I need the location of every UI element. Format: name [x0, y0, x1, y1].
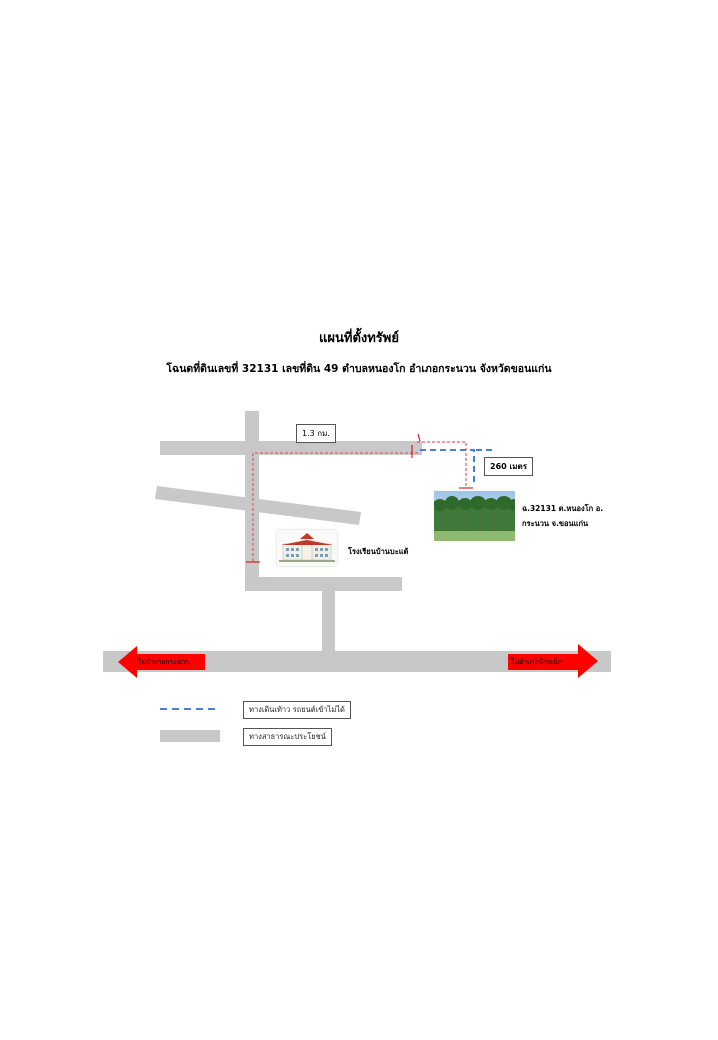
arrow-right-icon	[508, 644, 598, 678]
school-label: โรงเรียนบ้านบะแต้	[348, 547, 409, 556]
legend-road-label: ทางสาธารณะประโยชน์	[243, 728, 332, 746]
legend-walk-label: ทางเดินเท้าว รถยนต์เข้าไม่ได้	[243, 701, 351, 719]
legend-road-symbol	[160, 730, 220, 742]
property-label-line1: ฉ.32131 ต.หนองโก อ.	[522, 504, 604, 513]
route-red	[252, 441, 467, 561]
arrow-right-label: ไปอำเภอห้วยเม็ก	[511, 658, 563, 666]
distance-road-label: 1.3 กม.	[296, 424, 336, 443]
highway	[103, 651, 611, 672]
distance-path-label: 260 เมตร	[484, 457, 533, 476]
road-vertical-to-highway	[322, 588, 335, 654]
road-top-horizontal	[160, 441, 422, 455]
page-title: แผนที่ตั้งทรัพย์	[319, 331, 399, 346]
school-image	[277, 530, 337, 566]
property-label-line2: กระนวน จ.ขอนแก่น	[522, 519, 589, 528]
property-label: ฉ.32131 ต.หนองโก อ. กระนวน จ.ขอนแก่น	[522, 503, 603, 530]
road-bottom-connector	[245, 577, 402, 591]
route-ticks	[246, 433, 473, 563]
route-blue	[420, 449, 496, 484]
property-photo	[434, 491, 515, 541]
arrow-left-label: ไปอำเภอกระนวน	[138, 658, 191, 666]
page-subtitle: โฉนดที่ดินเลขที่ 32131 เลขที่ดิน 49 ตำบล…	[166, 363, 552, 375]
arrow-left-icon	[118, 646, 205, 678]
road-diagonal	[155, 486, 361, 525]
